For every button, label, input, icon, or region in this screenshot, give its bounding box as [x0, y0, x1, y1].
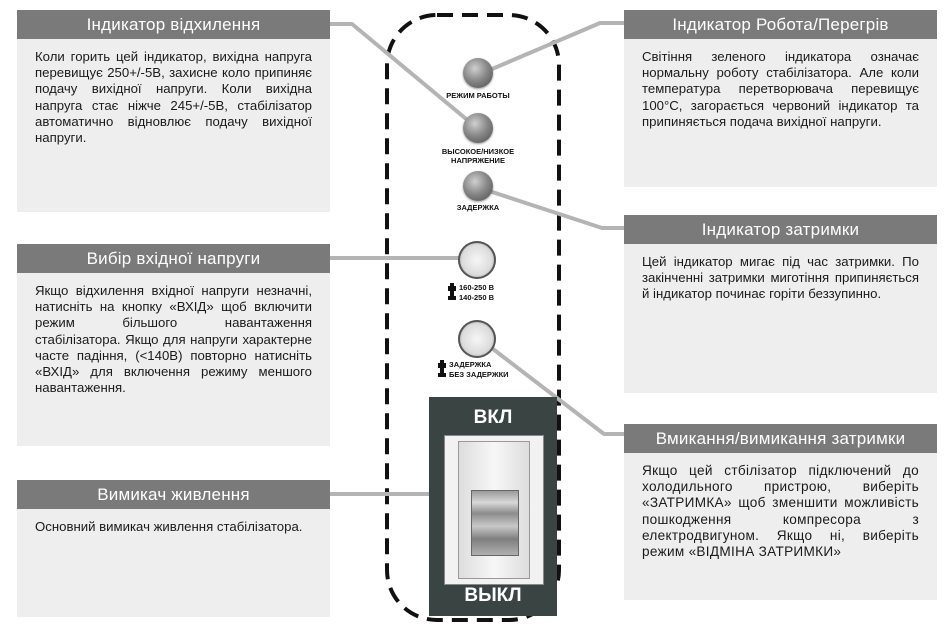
work-overheat-indicator-box: Індикатор Робота/Перегрів Світіння зелен…: [624, 10, 937, 187]
delay-indicator-title: Індикатор затримки: [624, 215, 937, 244]
input-range-released-label: 140-250 В: [448, 290, 495, 302]
deviation-indicator-box: Індикатор відхилення Коли горить цей інд…: [17, 10, 330, 212]
released-button-icon: [448, 290, 456, 301]
delay-released-label: БЕЗ ЗАДЕРЖКИ: [438, 367, 509, 379]
connector-work-overheat: [484, 21, 624, 74]
switch-on-label: ВКЛ: [473, 407, 513, 428]
input-voltage-select-title: Вибір вхідної напруги: [17, 244, 330, 273]
power-switch-box: Вимикач живлення Основний вимикач живлен…: [17, 480, 330, 617]
power-switch-text: Основний вимикач живлення стабілізатора.: [35, 519, 303, 534]
delay-toggle-title: Вмикання/вимикання затримки: [624, 424, 937, 453]
input-range-released-text: 140-250 В: [459, 293, 495, 302]
delay-indicator-text: Цей індикатор мигає під час затримки. По…: [642, 254, 919, 302]
rocker-knob[interactable]: [471, 490, 519, 556]
delay-pressed-text: ЗАДЕРЖКА: [449, 360, 492, 369]
pressed-button-icon: [448, 282, 456, 291]
device-outline: [385, 13, 561, 622]
delay-released-text: БЕЗ ЗАДЕРЖКИ: [449, 370, 509, 379]
input-range-pressed-label: 160-250 В: [448, 282, 495, 292]
delay-pressed-label: ЗАДЕРЖКА: [438, 359, 492, 369]
work-mode-led-label: РЕЖИМ РАБОТЫ: [446, 91, 510, 100]
delay-led-label: ЗАДЕРЖКА: [456, 203, 500, 212]
power-rocker-switch[interactable]: [444, 435, 544, 585]
work-overheat-indicator-title: Індикатор Робота/Перегрів: [624, 10, 937, 39]
power-switch-panel: ВКЛ ВЫКЛ: [429, 397, 557, 616]
delay-toggle-text: Якщо цей стбілізатор підключений до холо…: [642, 463, 919, 560]
switch-off-label: ВЫКЛ: [464, 585, 522, 606]
input-voltage-select-box: Вибір вхідної напруги Якщо відхилення вх…: [17, 244, 330, 446]
work-mode-led: [463, 58, 493, 88]
delay-toggle-box: Вмикання/вимикання затримки Якщо цей стб…: [624, 424, 937, 600]
pressed-button-icon: [438, 359, 446, 368]
voltage-led-label-line2: НАПРЯЖЕНИЕ: [451, 156, 505, 165]
delay-toggle-button[interactable]: [458, 320, 496, 358]
released-button-icon: [438, 367, 446, 378]
delay-led: [463, 171, 493, 201]
connector-delay-toggle: [474, 334, 624, 436]
deviation-indicator-title: Індикатор відхилення: [17, 10, 330, 39]
voltage-led-label-line1: ВЫСОКОЕ/НИЗКОЕ: [441, 147, 515, 156]
rocker-track: [458, 441, 530, 579]
work-overheat-indicator-text: Світіння зеленого індикатора означає нор…: [642, 49, 919, 129]
input-voltage-button[interactable]: [458, 241, 496, 279]
input-voltage-select-text: Якщо відхилення вхідної напруги незначні…: [35, 283, 312, 396]
deviation-indicator-text: Коли горить цей індикатор, вихідна напру…: [35, 49, 312, 146]
delay-indicator-box: Індикатор затримки Цей індикатор мигає п…: [624, 215, 937, 393]
input-range-pressed-text: 160-250 В: [459, 283, 495, 292]
power-switch-title: Вимикач живлення: [17, 480, 330, 509]
voltage-led: [463, 113, 493, 143]
connector-delay-indicator: [479, 186, 624, 230]
connector-deviation: [330, 22, 479, 130]
